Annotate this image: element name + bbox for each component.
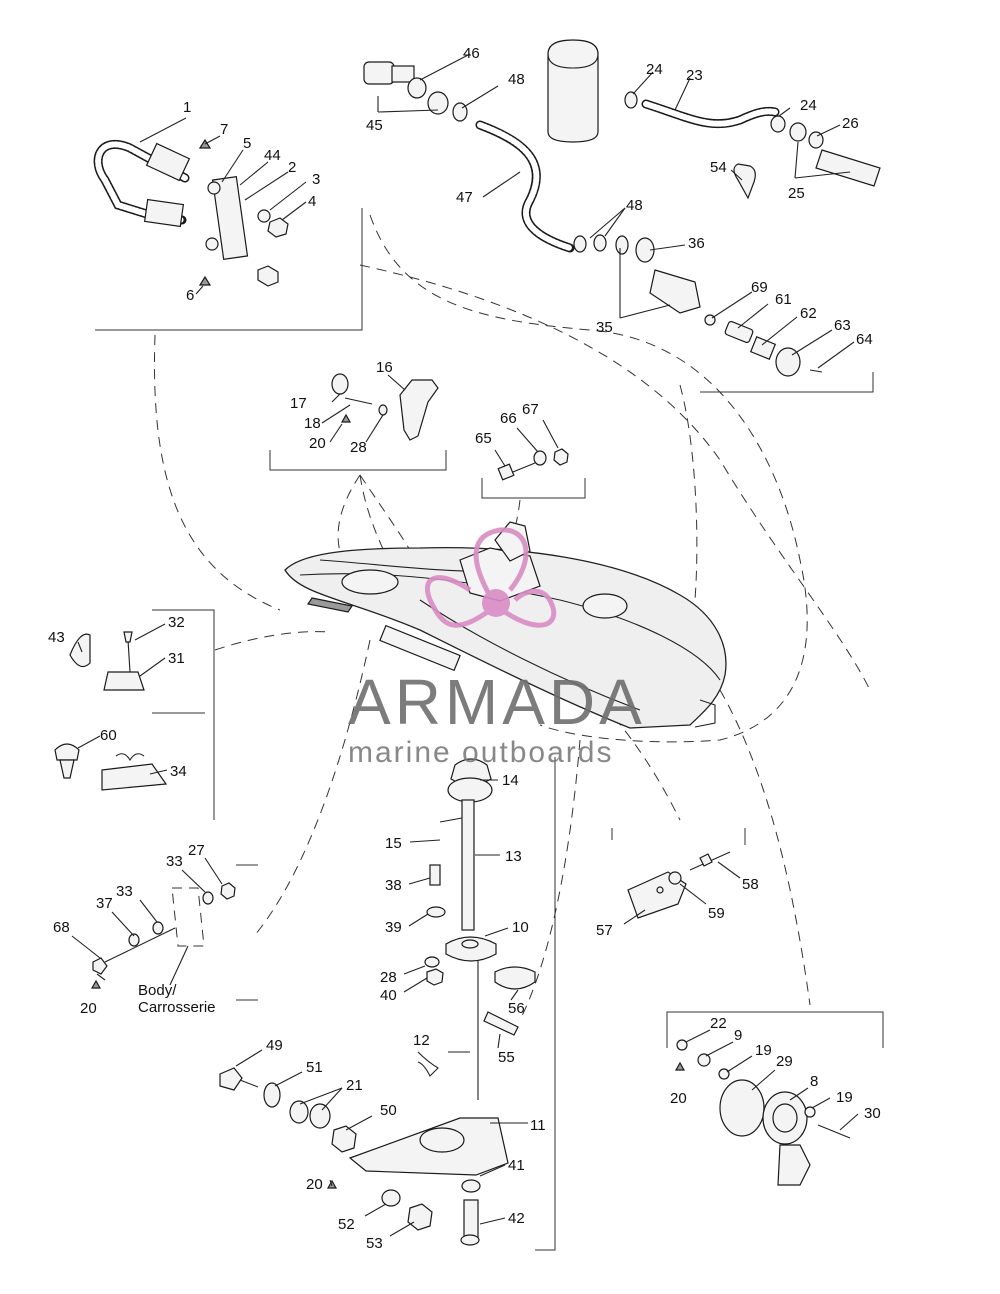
group-brackets	[95, 208, 884, 1251]
callout-18: 18	[304, 415, 321, 432]
callout-19a: 19	[755, 1042, 772, 1059]
callout-47: 47	[456, 189, 473, 206]
watermark-subtitle: marine outboards	[348, 736, 613, 769]
callout-30: 30	[864, 1105, 881, 1122]
callout-23: 23	[686, 67, 703, 84]
callout-63: 63	[834, 317, 851, 334]
callout-48b: 48	[626, 197, 643, 214]
callout-15: 15	[385, 835, 402, 852]
callout-25: 25	[788, 185, 805, 202]
body-label-line2: Carrosserie	[138, 999, 216, 1016]
mounting-bolt-set	[71, 857, 236, 989]
body-label-line1: Body/	[138, 982, 177, 999]
callout-6: 6	[186, 287, 194, 304]
callout-55: 55	[498, 1049, 515, 1066]
callout-13: 13	[505, 848, 522, 865]
callout-24a: 24	[646, 61, 663, 78]
callout-20a: 20	[309, 435, 326, 452]
callout-62: 62	[800, 305, 817, 322]
callout-8: 8	[810, 1073, 818, 1090]
callout-44: 44	[264, 147, 281, 164]
callout-3: 3	[312, 171, 320, 188]
watermark-title: ARMADA	[348, 666, 646, 738]
callout-34: 34	[170, 763, 187, 780]
callout-54: 54	[710, 159, 727, 176]
callout-27: 27	[188, 842, 205, 859]
watermark-logo	[424, 527, 557, 628]
callout-35: 35	[596, 319, 613, 336]
callout-53: 53	[366, 1235, 383, 1252]
callout-22: 22	[710, 1015, 727, 1032]
callout-24b: 24	[800, 97, 817, 114]
callout-66: 66	[500, 410, 517, 427]
callout-43: 43	[48, 629, 65, 646]
callout-7: 7	[220, 121, 228, 138]
callout-12: 12	[413, 1032, 430, 1049]
callout-56: 56	[508, 1000, 525, 1017]
handle-assembly	[321, 373, 439, 443]
callout-33b: 33	[116, 883, 133, 900]
callout-64: 64	[856, 331, 873, 348]
callout-32: 32	[168, 614, 185, 631]
drain-plug-assembly	[674, 1029, 859, 1186]
callout-50: 50	[380, 1102, 397, 1119]
callout-46: 46	[463, 45, 480, 62]
callout-42: 42	[508, 1210, 525, 1227]
callout-17: 17	[290, 395, 307, 412]
callout-4: 4	[308, 193, 316, 210]
callout-9: 9	[734, 1027, 742, 1044]
callout-14: 14	[502, 772, 519, 789]
callout-48a: 48	[508, 71, 525, 88]
callout-61: 61	[775, 291, 792, 308]
callout-39: 39	[385, 919, 402, 936]
clip-assembly	[54, 623, 168, 791]
bilge-hose-assembly	[363, 39, 881, 377]
watermark: ARMADA marine outboards	[348, 527, 646, 769]
callout-49: 49	[266, 1037, 283, 1054]
callout-38: 38	[385, 877, 402, 894]
plate-bolt-set	[219, 1049, 433, 1237]
callout-28b: 28	[380, 969, 397, 986]
callout-20d: 20	[670, 1090, 687, 1107]
callout-31: 31	[168, 650, 185, 667]
callout-58: 58	[742, 876, 759, 893]
callout-20c: 20	[306, 1176, 323, 1193]
hose-loop-assembly	[93, 117, 307, 295]
callout-21: 21	[346, 1077, 363, 1094]
callout-65: 65	[475, 430, 492, 447]
steering-column-assembly	[348, 758, 536, 1246]
callout-67: 67	[522, 401, 539, 418]
callout-19b: 19	[836, 1089, 853, 1106]
callout-10: 10	[512, 919, 529, 936]
callout-51: 51	[306, 1059, 323, 1076]
callout-59: 59	[708, 905, 725, 922]
callout-40: 40	[380, 987, 397, 1004]
callout-1: 1	[183, 99, 191, 116]
callout-2: 2	[288, 159, 296, 176]
callout-5: 5	[243, 135, 251, 152]
callout-29: 29	[776, 1053, 793, 1070]
callout-57: 57	[596, 922, 613, 939]
callout-20b: 20	[80, 1000, 97, 1017]
callout-37: 37	[96, 895, 113, 912]
callout-60: 60	[100, 727, 117, 744]
callout-69: 69	[751, 279, 768, 296]
callout-16: 16	[376, 359, 393, 376]
callout-68: 68	[53, 919, 70, 936]
callout-45: 45	[366, 117, 383, 134]
callout-28a: 28	[350, 439, 367, 456]
callout-52: 52	[338, 1216, 355, 1233]
callout-11: 11	[530, 1117, 546, 1134]
bolt-assembly	[494, 419, 569, 481]
callout-36: 36	[688, 235, 705, 252]
callout-26: 26	[842, 115, 859, 132]
callout-33a: 33	[166, 853, 183, 870]
callout-41: 41	[508, 1157, 525, 1174]
bracket-assembly	[623, 851, 741, 925]
callout-labels: 1 7 5 44 2 3 4 6 46 48 45 47 48 36 35 24…	[48, 45, 881, 1252]
